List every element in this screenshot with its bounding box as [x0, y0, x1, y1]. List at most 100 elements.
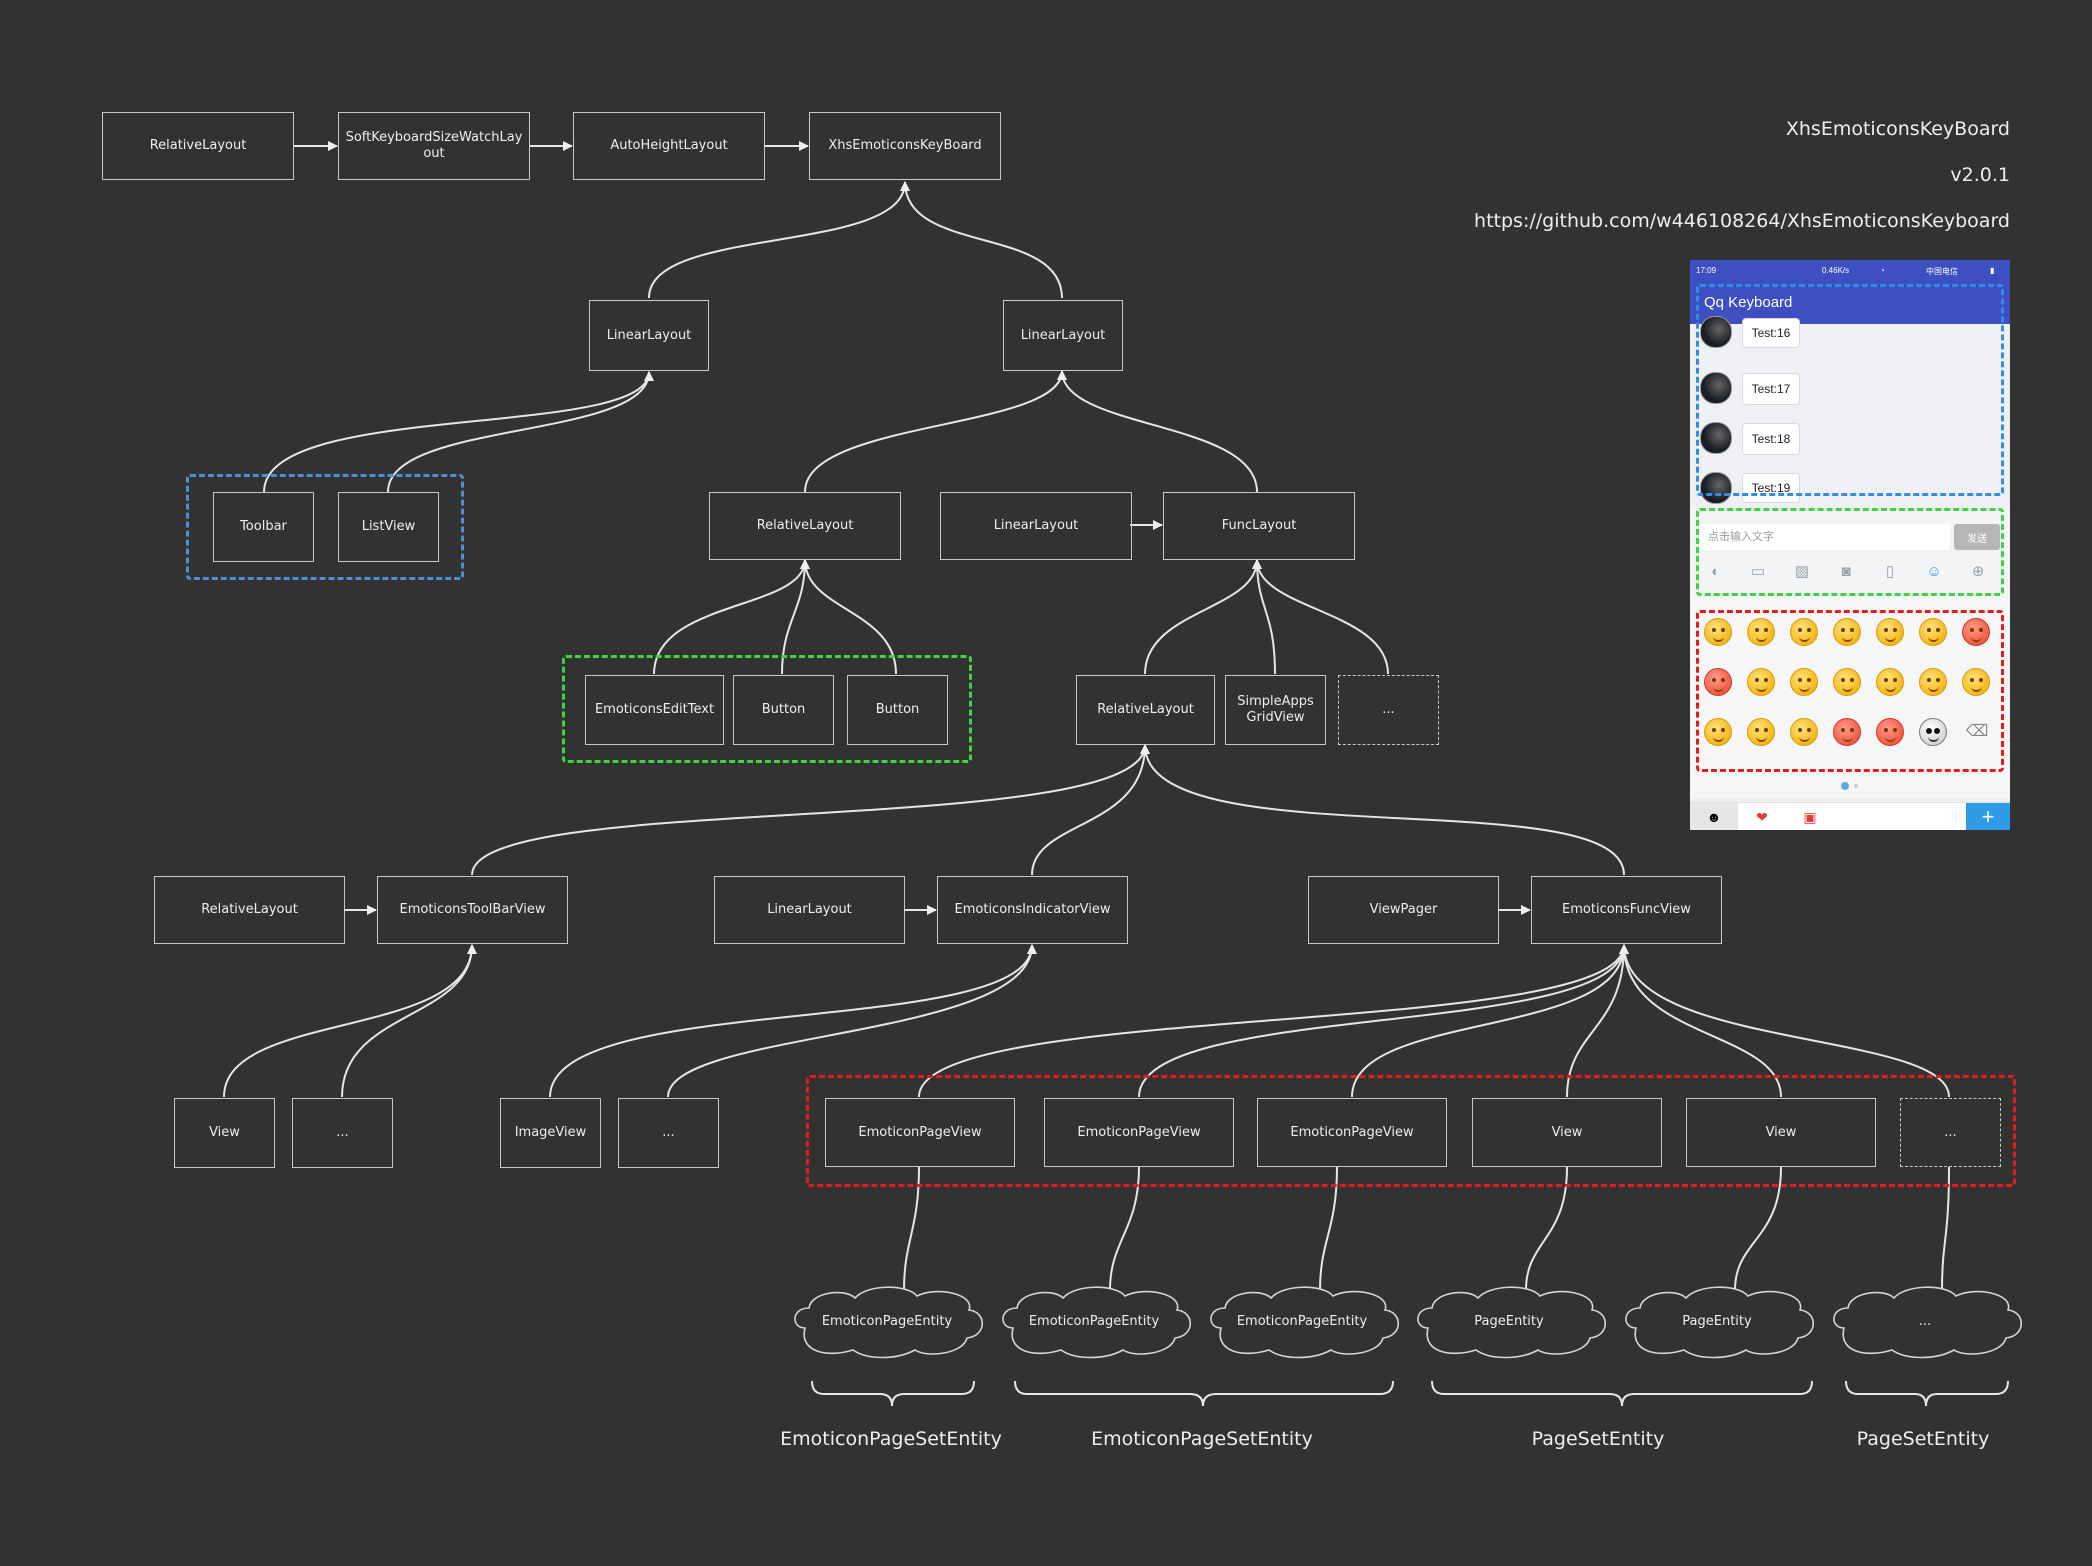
edge-view-c: [1619, 944, 1782, 1098]
app-bar: Qq Keyboard: [1690, 282, 2010, 324]
node-emoticon-pageview-2: EmoticonPageView: [1044, 1098, 1234, 1167]
message-input[interactable]: 点击输入文字: [1700, 524, 1950, 550]
node-relativelayout-mid: RelativeLayout: [709, 492, 901, 560]
message-bubble: Test:17: [1742, 373, 1800, 405]
add-emoji-button[interactable]: +: [1966, 803, 2010, 830]
plus-circle-icon[interactable]: ⊕: [1971, 563, 1985, 580]
emoji-icon[interactable]: [1704, 718, 1732, 746]
emoji-toggle-icon[interactable]: ☺: [1926, 563, 1942, 580]
node-view-page-2: View: [1686, 1098, 1876, 1167]
cloud-label-4: PageEntity: [1474, 1314, 1544, 1329]
node-more-indicator: ...: [618, 1098, 719, 1168]
avatar: [1700, 472, 1732, 504]
edge-viewc-cloud: [1734, 1166, 1782, 1291]
node-emoticons-funcview: EmoticonsFuncView: [1531, 876, 1722, 944]
emoji-icon[interactable]: [1704, 618, 1732, 646]
tab-emoji-icon[interactable]: ☻: [1690, 803, 1738, 830]
node-relativelayout-toolbar: RelativeLayout: [154, 876, 345, 944]
node-more-func: ...: [1338, 675, 1439, 745]
phone-screenshot: 17:09 0.46K/s ◔ 中国电信 ▮ Qq Keyboard Test:…: [1690, 260, 2010, 830]
edge-more1-func: [1252, 559, 1389, 675]
node-funclayout: FuncLayout: [1163, 492, 1355, 560]
page-dots-icon: [1841, 782, 1858, 790]
mic-icon[interactable]: ◖: [1709, 563, 1719, 580]
emoji-icon[interactable]: [1833, 668, 1861, 696]
edge-toolbar-ll: [263, 371, 654, 493]
group-blue: [186, 474, 464, 580]
brace-3: [1431, 1380, 1813, 1407]
set-label-3: PageSetEntity: [1531, 1428, 1665, 1450]
node-autoheight: AutoHeightLayout: [573, 112, 765, 180]
node-emoticons-edittext: EmoticonsEditText: [585, 675, 724, 745]
node-softkeyboard: SoftKeyboardSizeWatchLayout: [338, 112, 530, 180]
cloud-label-1: EmoticonPageEntity: [821, 1314, 953, 1329]
edge-imageview: [549, 944, 1037, 1098]
emoji-icon[interactable]: [1790, 618, 1818, 646]
edge-button2-rl: [800, 559, 897, 675]
tab-heart-icon[interactable]: ❤: [1756, 808, 1768, 825]
cloud-label-2: EmoticonPageEntity: [1028, 1314, 1160, 1329]
node-toolbar: Toolbar: [213, 492, 314, 562]
tab-sticker-icon[interactable]: ▣: [1803, 808, 1817, 825]
node-button-2: Button: [847, 675, 948, 745]
node-viewpager: ViewPager: [1308, 876, 1499, 944]
emoji-icon[interactable]: [1962, 618, 1990, 646]
edge-listview-ll: [387, 371, 654, 493]
status-speed: 0.46K/s: [1822, 266, 1850, 275]
camera-icon[interactable]: ◙: [1841, 563, 1851, 580]
node-emoticons-toolbarview: EmoticonsToolBarView: [377, 876, 568, 944]
page-indicator: [1840, 778, 1864, 796]
entity-cloud-3: [1210, 1286, 1400, 1359]
entity-cloud-2: [1002, 1286, 1192, 1359]
emoji-icon[interactable]: [1919, 668, 1947, 696]
project-url[interactable]: https://github.com/w446108264/XhsEmotico…: [1474, 210, 2010, 232]
emoji-icon[interactable]: [1962, 668, 1990, 696]
backspace-icon[interactable]: ⌫: [1965, 723, 1989, 740]
node-imageview: ImageView: [500, 1098, 601, 1168]
video-icon[interactable]: ▭: [1750, 563, 1766, 580]
message-item[interactable]: Test:17: [1690, 370, 2010, 410]
cloud-label-5: PageEntity: [1682, 1314, 1752, 1329]
app-title: Qq Keyboard: [1704, 294, 1793, 311]
emoji-icon[interactable]: [1919, 718, 1947, 746]
wifi-icon: ◔: [1880, 266, 1885, 275]
emoji-icon[interactable]: [1747, 618, 1775, 646]
emoji-icon[interactable]: [1876, 668, 1904, 696]
set-label-2: EmoticonPageSetEntity: [1091, 1428, 1313, 1450]
edge-morec-cloud: [1941, 1166, 1950, 1291]
node-emoticons-indicatorview: EmoticonsIndicatorView: [937, 876, 1128, 944]
message-item[interactable]: Test:19: [1690, 470, 2010, 510]
emoji-icon[interactable]: [1876, 618, 1904, 646]
emoji-icon[interactable]: [1790, 668, 1818, 696]
send-button[interactable]: 发送: [1954, 524, 2000, 550]
input-area: 点击输入文字 发送 ◖ ▭ ▨ ◙ ▯ ☺ ⊕: [1690, 510, 2010, 598]
emoji-panel: ⌫: [1690, 598, 2010, 798]
edge-funcview-rl: [1140, 744, 1625, 876]
emoji-icon[interactable]: [1747, 718, 1775, 746]
edge-more-a: [341, 944, 477, 1098]
node-more-toolbar: ...: [292, 1098, 393, 1168]
edge-rlfunc-func: [1144, 559, 1262, 675]
emoji-icon[interactable]: [1790, 718, 1818, 746]
emoji-icon[interactable]: [1833, 618, 1861, 646]
message-item[interactable]: Test:18: [1690, 420, 2010, 460]
emoji-icon[interactable]: [1704, 668, 1732, 696]
emoji-icon[interactable]: [1876, 718, 1904, 746]
image-icon[interactable]: ▨: [1794, 563, 1810, 580]
message-item[interactable]: Test:16: [1690, 316, 2010, 364]
node-relativelayout-root: RelativeLayout: [102, 112, 294, 180]
entity-cloud-4: [1417, 1286, 1607, 1359]
node-view-page-1: View: [1472, 1098, 1662, 1167]
edge-toolbarview-rl: [471, 744, 1150, 876]
emoji-tab-bar: ☻ ❤ ▣ +: [1690, 802, 2010, 830]
brace-4: [1845, 1380, 2009, 1407]
wallet-icon[interactable]: ▯: [1885, 563, 1895, 580]
entity-cloud-6: [1833, 1286, 2023, 1359]
emoji-icon[interactable]: [1919, 618, 1947, 646]
node-linearlayout-func: LinearLayout: [940, 492, 1132, 560]
emoji-icon[interactable]: [1833, 718, 1861, 746]
node-xhs-keyboard: XhsEmoticonsKeyBoard: [809, 112, 1001, 180]
node-linearlayout-left: LinearLayout: [589, 300, 709, 371]
cloud-label-6: ...: [1918, 1314, 1932, 1329]
emoji-icon[interactable]: [1747, 668, 1775, 696]
